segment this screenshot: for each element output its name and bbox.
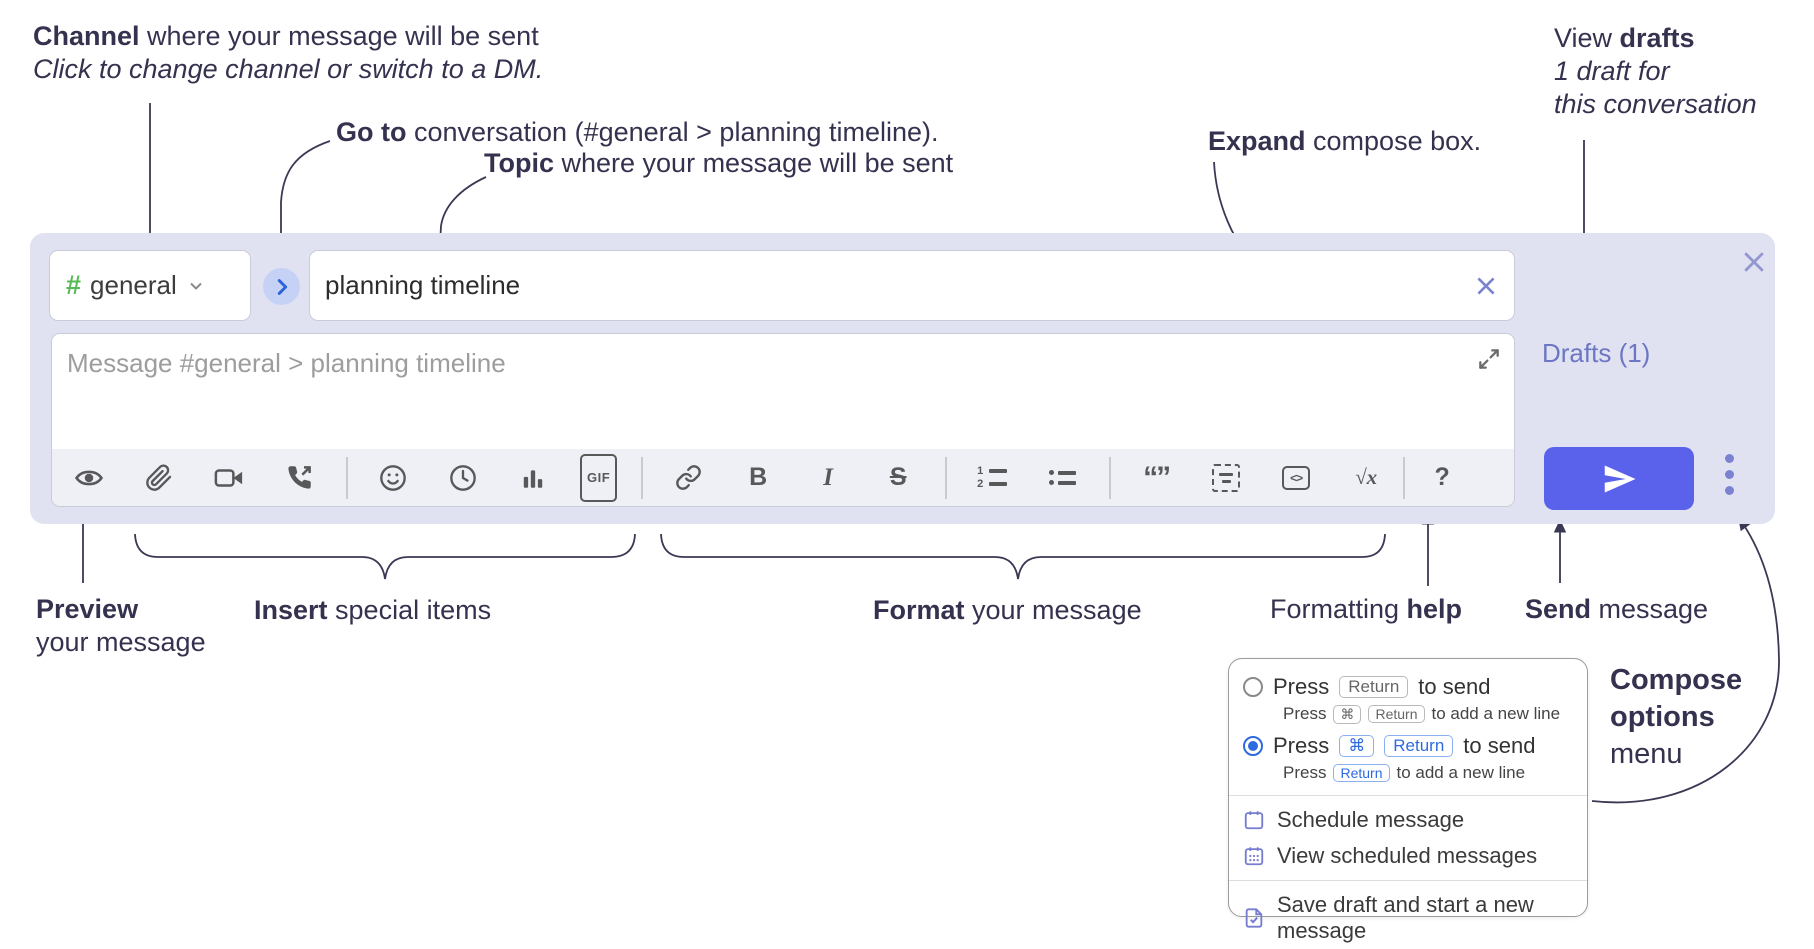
emoji-icon[interactable]	[370, 459, 416, 497]
channel-annotation: Channel where your message will be sent …	[33, 21, 544, 84]
numbered-list-icon[interactable]: 1 2	[969, 459, 1015, 497]
message-input[interactable]	[52, 334, 1514, 446]
format-annotation: Format your message	[873, 595, 1142, 625]
expand-annotation: Expand compose box.	[1208, 126, 1482, 156]
video-call-icon[interactable]	[206, 459, 252, 497]
bulleted-list-icon[interactable]	[1039, 459, 1085, 497]
send-annotation: Send message	[1525, 594, 1709, 624]
chevron-right-icon	[277, 278, 287, 295]
toolbar-divider	[641, 456, 644, 499]
topic-annotation: Topic where your message will be sent	[484, 148, 954, 178]
radio-selected[interactable]	[1243, 736, 1263, 756]
message-box: GIF B I S 1 2	[51, 333, 1515, 507]
compose-options-menu-button[interactable]	[1714, 454, 1744, 495]
bold-icon[interactable]: B	[749, 463, 768, 491]
code-icon[interactable]: <>	[1273, 459, 1319, 497]
audio-call-icon[interactable]	[276, 459, 322, 497]
radio-unselected[interactable]	[1243, 677, 1263, 697]
preview-eye-icon[interactable]	[66, 459, 112, 497]
view-scheduled-messages-item[interactable]: View scheduled messages	[1229, 838, 1587, 874]
chevron-down-icon	[190, 282, 202, 290]
attach-file-icon[interactable]	[136, 459, 182, 497]
compose-options-annotation: Compose options menu	[1610, 664, 1743, 770]
gif-icon[interactable]: GIF	[580, 453, 618, 502]
calendar-icon	[1244, 811, 1264, 830]
goto-annotation: Go to conversation (#general > planning …	[336, 117, 939, 147]
schedule-time-icon[interactable]	[440, 459, 486, 497]
send-button[interactable]	[1544, 447, 1694, 510]
channel-name: general	[90, 270, 177, 300]
toolbar-divider	[346, 456, 348, 499]
save-draft-item[interactable]: Save draft and start a new message	[1229, 887, 1587, 949]
toolbar-divider	[1109, 456, 1112, 499]
clear-topic-icon[interactable]	[1458, 273, 1514, 299]
toolbar-divider	[1403, 456, 1406, 499]
formatting-help-annotation: Formatting help	[1270, 594, 1463, 624]
compose-toolbar: GIF B I S 1 2	[52, 449, 1514, 506]
menu-divider	[1229, 795, 1587, 796]
goto-conversation-button[interactable]	[263, 268, 300, 305]
close-compose-icon[interactable]	[1734, 242, 1774, 282]
draft-check-icon	[1245, 908, 1263, 928]
poll-icon[interactable]	[510, 459, 556, 497]
italic-icon[interactable]: I	[823, 463, 834, 491]
menu-divider	[1229, 880, 1587, 881]
channel-selector[interactable]: # general	[49, 250, 251, 321]
calendar-grid-icon	[1244, 847, 1264, 866]
expand-compose-icon[interactable]	[1472, 342, 1506, 376]
spoiler-icon[interactable]	[1203, 459, 1249, 497]
topic-input-box	[309, 250, 1515, 321]
drafts-link[interactable]: Drafts (1)	[1542, 338, 1651, 368]
math-icon[interactable]: √x	[1355, 465, 1378, 489]
schedule-message-item[interactable]: Schedule message	[1229, 802, 1587, 838]
insert-annotation: Insert special items	[254, 595, 492, 625]
compose-box: # general	[30, 233, 1775, 524]
link-icon[interactable]	[665, 459, 711, 497]
view-drafts-annotation: View drafts 1 draft for this conversatio…	[1554, 23, 1757, 119]
toolbar-divider	[945, 456, 948, 499]
strikethrough-icon[interactable]: S	[889, 463, 907, 491]
send-icon	[1604, 465, 1636, 492]
quote-icon[interactable]: “”	[1143, 460, 1171, 494]
preview-annotation: Preview your message	[36, 594, 206, 657]
topic-input[interactable]	[310, 270, 1458, 301]
formatting-help-icon[interactable]: ?	[1434, 463, 1450, 491]
channel-hash-icon: #	[66, 270, 82, 300]
